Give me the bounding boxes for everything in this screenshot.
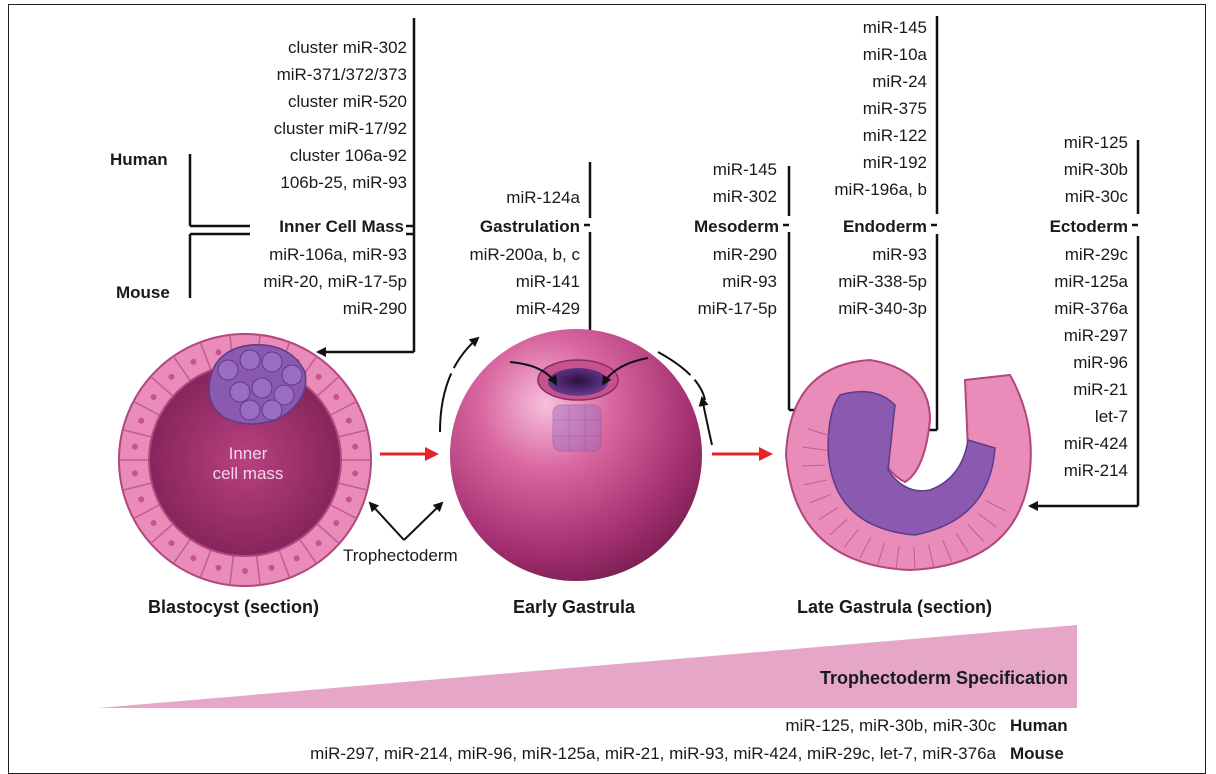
mouse-label: Mouse <box>116 283 170 303</box>
mirna-label: miR-196a, b <box>767 180 927 200</box>
trophectoderm-text: Trophectoderm <box>343 546 458 566</box>
mirna-label: miR-10a <box>767 45 927 65</box>
endoderm-above-list: miR-145 miR-10a miR-24 miR-375 miR-122 m… <box>767 18 927 200</box>
mirna-label: miR-93 <box>617 272 777 292</box>
specification-title: Trophectoderm Specification <box>820 668 1068 688</box>
ectoderm-above-list: miR-125 miR-30b miR-30c <box>1008 133 1128 207</box>
mirna-label: miR-20, miR-17-5p <box>167 272 407 292</box>
mirna-label: cluster 106a-92 <box>167 146 407 166</box>
mirna-label: cluster miR-302 <box>167 38 407 58</box>
mirna-label: miR-24 <box>767 72 927 92</box>
early-gastrula-illustration <box>440 329 712 581</box>
mirna-label: miR-125 <box>1008 133 1128 153</box>
mirna-label: miR-96 <box>1008 353 1128 373</box>
mirna-label: miR-125a <box>1008 272 1128 292</box>
mirna-label: miR-17-5p <box>617 299 777 319</box>
mesoderm-title: Mesoderm <box>694 217 779 237</box>
spec-human-label: Human <box>1010 716 1068 736</box>
mirna-label: miR-122 <box>767 126 927 146</box>
mirna-label: miR-376a <box>1008 299 1128 319</box>
mirna-label: miR-340-3p <box>767 299 927 319</box>
mirna-label: miR-371/372/373 <box>167 65 407 85</box>
inner-cell-mass-text-2: cell mass <box>198 464 298 484</box>
mirna-label: miR-375 <box>767 99 927 119</box>
spec-mouse-mirnas: miR-297, miR-214, miR-96, miR-125a, miR-… <box>310 744 996 764</box>
mirna-label: miR-297 <box>1008 326 1128 346</box>
mirna-label: miR-429 <box>380 299 580 319</box>
inner-cell-mass-text-1: Inner <box>218 444 278 464</box>
mirna-label: miR-302 <box>617 187 777 207</box>
mirna-label: miR-141 <box>380 272 580 292</box>
inner-cell-mass-title: Inner Cell Mass <box>279 217 404 237</box>
early-gastrula-caption: Early Gastrula <box>513 597 635 617</box>
mirna-label: cluster miR-520 <box>167 92 407 112</box>
mesoderm-below-list: miR-290 miR-93 miR-17-5p <box>617 245 777 319</box>
endoderm-below-list: miR-93 miR-338-5p miR-340-3p <box>767 245 927 319</box>
mirna-label: miR-192 <box>767 153 927 173</box>
gastrulation-title: Gastrulation <box>480 217 580 237</box>
mirna-label: cluster miR-17/92 <box>167 119 407 139</box>
mirna-label: miR-106a, miR-93 <box>167 245 407 265</box>
mirna-label: miR-21 <box>1008 380 1128 400</box>
mirna-label: miR-29c <box>1008 245 1128 265</box>
mirna-label: miR-30b <box>1008 160 1128 180</box>
mirna-label: miR-424 <box>1008 434 1128 454</box>
mirna-label: miR-214 <box>1008 461 1128 481</box>
endoderm-title: Endoderm <box>843 217 927 237</box>
mirna-label: miR-338-5p <box>767 272 927 292</box>
specification-wedge <box>98 625 1077 708</box>
ectoderm-title: Ectoderm <box>1050 217 1128 237</box>
mirna-label: miR-290 <box>167 299 407 319</box>
mirna-label: miR-145 <box>767 18 927 38</box>
mesoderm-above-list: miR-145 miR-302 <box>617 160 777 207</box>
icm-human-list: cluster miR-302 miR-371/372/373 cluster … <box>167 38 407 193</box>
mirna-label: miR-30c <box>1008 187 1128 207</box>
mirna-label: miR-93 <box>767 245 927 265</box>
mirna-label: let-7 <box>1008 407 1128 427</box>
spec-mouse-label: Mouse <box>1010 744 1064 764</box>
mirna-label: miR-200a, b, c <box>380 245 580 265</box>
mirna-label: 106b-25, miR-93 <box>167 173 407 193</box>
icm-mouse-list: miR-106a, miR-93 miR-20, miR-17-5p miR-2… <box>167 245 407 319</box>
human-label: Human <box>110 150 168 170</box>
gastrulation-below-list: miR-200a, b, c miR-141 miR-429 <box>380 245 580 319</box>
blastocyst-caption: Blastocyst (section) <box>148 597 319 617</box>
late-gastrula-illustration <box>786 360 1031 570</box>
gastrulation-above: miR-124a <box>506 188 580 208</box>
ectoderm-below-list: miR-29c miR-125a miR-376a miR-297 miR-96… <box>1008 245 1128 481</box>
spec-human-mirnas: miR-125, miR-30b, miR-30c <box>785 716 996 736</box>
mirna-label: miR-145 <box>617 160 777 180</box>
late-gastrula-caption: Late Gastrula (section) <box>797 597 992 617</box>
mirna-label: miR-290 <box>617 245 777 265</box>
